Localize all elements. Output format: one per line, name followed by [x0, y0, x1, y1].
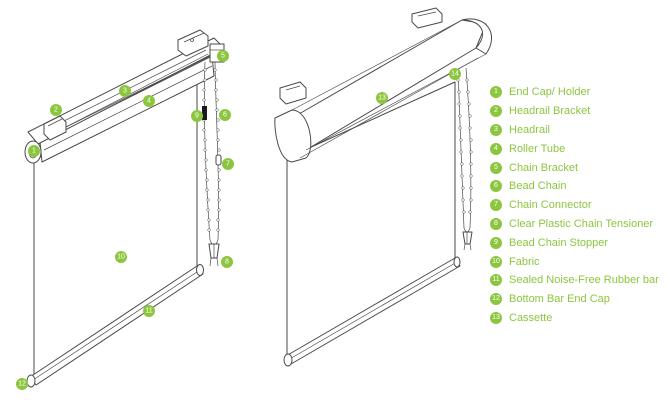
svg-text:9: 9	[195, 113, 199, 120]
legend-item: 4 Roller Tube	[490, 139, 668, 158]
callout-badge: 3	[119, 85, 131, 97]
legend-item: 12 Bottom Bar End Cap	[490, 290, 668, 309]
callout-badge: 10	[115, 251, 127, 263]
cassette-roller-blind	[274, 7, 492, 367]
callout-badge: 5	[217, 50, 229, 62]
svg-text:13: 13	[378, 95, 386, 102]
callout-badge: 14	[449, 68, 461, 80]
headrail-bracket-right	[177, 29, 209, 57]
legend-number-badge: 2	[490, 105, 502, 118]
svg-text:6: 6	[223, 112, 227, 119]
legend-number-badge: 7	[490, 199, 502, 212]
svg-text:11: 11	[145, 308, 152, 315]
svg-text:7: 7	[226, 161, 230, 168]
callouts: 1 2 3 4 5 9 6 7 10 8 11	[16, 50, 461, 390]
svg-text:8: 8	[225, 259, 229, 266]
callout-badge: 8	[221, 256, 233, 268]
svg-text:2: 2	[54, 107, 58, 114]
callout-badge: 13	[376, 92, 388, 104]
callout-badge: 7	[222, 158, 234, 170]
legend-label: Bead Chain Stopper	[509, 236, 609, 249]
legend-label: Chain Bracket	[509, 161, 579, 174]
cassette-bracket-right	[411, 7, 443, 29]
legend-number-badge: 9	[490, 236, 502, 249]
legend-number-badge: 4	[490, 142, 502, 155]
callout-badge: 2	[50, 104, 62, 116]
legend-item: 13 Cassette	[490, 309, 668, 328]
legend-label: Fabric	[509, 255, 540, 268]
svg-text:10: 10	[117, 254, 125, 261]
callout-badge: 12	[16, 378, 28, 390]
open-roller-blind	[24, 29, 225, 388]
legend-item: 9 Bead Chain Stopper	[490, 233, 668, 252]
cassette-bottom-bar	[283, 256, 461, 367]
legend-number-badge: 12	[490, 293, 502, 306]
svg-text:5: 5	[221, 53, 225, 60]
legend-number-badge: 13	[490, 311, 502, 324]
legend-item: 10 Fabric	[490, 252, 668, 271]
legend-item: 1 End Cap/ Holder	[490, 83, 668, 102]
svg-text:14: 14	[451, 71, 459, 78]
cassette	[274, 18, 492, 163]
svg-text:4: 4	[147, 98, 151, 105]
legend-label: Chain Connector	[509, 199, 592, 212]
legend-item: 6 Bead Chain	[490, 177, 668, 196]
legend-label: Clear Plastic Chain Tensioner	[509, 217, 654, 230]
legend-item: 7 Chain Connector	[490, 196, 668, 215]
headrail-bracket-left	[43, 115, 67, 141]
legend-number-badge: 6	[490, 180, 502, 193]
svg-text:12: 12	[18, 381, 26, 388]
legend-number-badge: 8	[490, 217, 502, 230]
bottom-bar	[29, 264, 204, 386]
legend-label: Headrail	[509, 123, 550, 136]
parts-legend: 1 End Cap/ Holder 2 Headrail Bracket 3 H…	[490, 83, 668, 327]
chain-connector	[215, 154, 222, 166]
legend-number-badge: 5	[490, 161, 502, 174]
legend-label: Bead Chain	[509, 180, 567, 193]
cassette-bead-chain	[456, 67, 473, 251]
legend-number-badge: 1	[490, 86, 502, 99]
cassette-bracket-left	[279, 81, 307, 105]
legend-label: Bottom Bar End Cap	[509, 293, 610, 306]
callout-badge: 6	[219, 109, 231, 121]
svg-text:3: 3	[123, 88, 127, 95]
bottom-bar-end-cap	[26, 374, 36, 388]
callout-badge: 11	[143, 305, 155, 317]
legend-item: 11 Sealed Noise-Free Rubber bar	[490, 271, 668, 290]
legend-number-badge: 11	[490, 274, 502, 287]
legend-number-badge: 3	[490, 123, 502, 136]
legend-item: 2 Headrail Bracket	[490, 102, 668, 121]
legend-item: 5 Chain Bracket	[490, 158, 668, 177]
roller-tube	[39, 55, 215, 163]
svg-text:1: 1	[32, 148, 36, 155]
bead-chain	[202, 61, 221, 246]
legend-label: Cassette	[509, 311, 553, 324]
legend-label: End Cap/ Holder	[509, 86, 591, 99]
legend-item: 8 Clear Plastic Chain Tensioner	[490, 215, 668, 234]
legend-label: Sealed Noise-Free Rubber bar	[509, 274, 659, 287]
legend-label: Headrail Bracket	[509, 105, 591, 118]
legend-label: Roller Tube	[509, 142, 566, 155]
callout-badge: 9	[191, 110, 203, 122]
bead-chain-stopper	[202, 106, 207, 120]
legend-item: 3 Headrail	[490, 121, 668, 140]
chain-tensioner	[208, 243, 220, 267]
legend-number-badge: 10	[490, 255, 502, 268]
callout-badge: 1	[28, 145, 40, 157]
callout-badge: 4	[143, 95, 155, 107]
